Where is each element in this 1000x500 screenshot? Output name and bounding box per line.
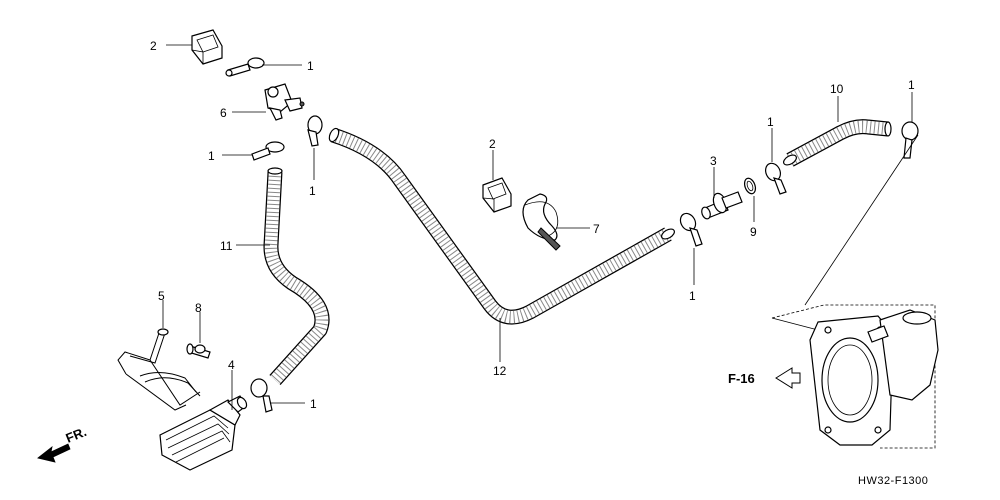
callout-4: 4 <box>228 358 235 372</box>
joint-3 <box>701 191 743 220</box>
callout-11: 11 <box>220 239 233 253</box>
callout-9: 9 <box>750 225 757 239</box>
callout-1-joint: 1 <box>309 184 316 198</box>
section-ref: F-16 <box>728 371 755 386</box>
clamp-under-joint <box>251 141 285 161</box>
pin-8 <box>186 343 211 359</box>
callout-1-bottom: 1 <box>310 397 317 411</box>
drawing-code: HW32-F1300 <box>858 475 928 487</box>
clamp-top-left <box>225 57 265 77</box>
clamp-hose11-bottom <box>250 378 273 413</box>
callout-6: 6 <box>220 106 227 120</box>
fuel-joint-6 <box>264 83 305 121</box>
callout-1-left: 1 <box>208 149 215 163</box>
clamp-hose12-right <box>679 212 703 247</box>
callout-7: 7 <box>593 222 600 236</box>
leader-lines <box>162 44 913 410</box>
clamp-hose10-left <box>765 162 787 195</box>
callout-1-hose10-left: 1 <box>767 115 774 129</box>
callout-3: 3 <box>710 154 717 168</box>
hose-11 <box>263 167 330 386</box>
callout-5: 5 <box>158 289 165 303</box>
grommet-center <box>482 177 512 213</box>
callout-1-hose12: 1 <box>689 289 696 303</box>
callout-1-top: 1 <box>307 59 314 73</box>
clamp-joint-right <box>307 115 323 147</box>
callout-2-center: 2 <box>489 137 496 151</box>
carburetor-flange <box>771 134 939 449</box>
bracket-5 <box>117 328 201 411</box>
callout-1-hose10-right: 1 <box>908 78 915 92</box>
clamp-hose10-right <box>901 121 919 159</box>
front-label: FR. <box>64 424 89 446</box>
band-clip-7 <box>522 193 561 251</box>
hose-10 <box>783 119 892 167</box>
section-ref-arrow-icon <box>775 367 801 389</box>
callout-8: 8 <box>195 301 202 315</box>
grommet-top <box>191 29 223 65</box>
hose-12 <box>328 127 675 325</box>
fuel-strainer-4 <box>159 395 248 471</box>
o-ring-9 <box>743 177 757 195</box>
callout-10: 10 <box>830 82 844 96</box>
callout-2-top: 2 <box>150 39 157 53</box>
front-arrow-icon <box>37 443 71 463</box>
callout-12: 12 <box>493 364 507 378</box>
